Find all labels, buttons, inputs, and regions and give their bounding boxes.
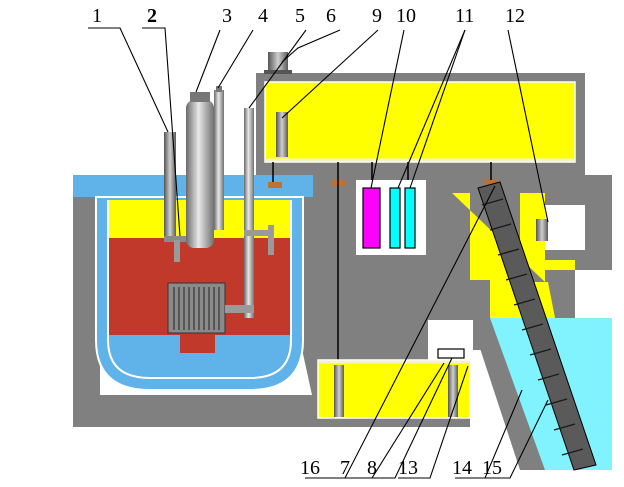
- rotating-plug-cap-3: [190, 92, 210, 102]
- pipe-1-foot: [164, 236, 192, 242]
- label-10: 10: [396, 5, 416, 27]
- label-14: 14: [452, 457, 472, 479]
- chute-segments: [481, 198, 584, 456]
- storage-cyan-tube-a: [389, 187, 401, 249]
- concrete-structure-left: [73, 175, 100, 427]
- rod-6: [244, 108, 254, 318]
- label-1: 1: [92, 5, 102, 27]
- component-5: [268, 52, 288, 72]
- label-12: 12: [505, 5, 525, 27]
- core-support: [180, 335, 215, 353]
- vessel-inner-liner: [107, 200, 292, 379]
- transfer-box-12: [545, 205, 585, 250]
- transfer-device-12: [536, 219, 548, 241]
- label-11: 11: [455, 5, 474, 27]
- reactor-core: [167, 282, 226, 334]
- label-16: 16: [300, 457, 320, 479]
- label-15: 15: [482, 457, 502, 479]
- label-4: 4: [258, 5, 268, 27]
- core-fuel-rods: [173, 287, 220, 330]
- rod-6-bracket: [244, 230, 274, 236]
- rod-6-bracket-v: [268, 225, 274, 255]
- leader-lines: [88, 27, 549, 479]
- rod-6-foot: [225, 305, 254, 313]
- pipe-1: [164, 132, 176, 240]
- rotating-plug-column-3: [186, 100, 214, 248]
- component-9: [276, 112, 288, 157]
- lift-platform-8: [437, 348, 465, 359]
- label-3: 3: [222, 5, 232, 27]
- lower-tank-tube-b: [448, 365, 458, 417]
- label-2: 2: [147, 5, 157, 27]
- label-13: 13: [398, 457, 418, 479]
- lower-tank-tube-a: [334, 365, 344, 417]
- label-9: 9: [372, 5, 382, 27]
- storage-magenta-tube: [362, 187, 381, 249]
- rod-4: [214, 90, 224, 230]
- label-6: 6: [326, 5, 336, 27]
- transfer-pool-wall: [470, 318, 545, 470]
- label-7: 7: [340, 457, 350, 479]
- rod-4-cap: [216, 86, 222, 92]
- labels-bottom: 16 7 8 13 14 15: [300, 457, 502, 479]
- label-5: 5: [295, 5, 305, 27]
- storage-cyan-tube-b: [404, 187, 416, 249]
- labels-top: 1 2 3 4 5 6 9 10 11 12: [92, 5, 525, 27]
- label-8: 8: [367, 457, 377, 479]
- upper-cell: [264, 81, 576, 163]
- pipe-2: [174, 240, 180, 262]
- concrete-structure-floor: [73, 395, 312, 427]
- component-5-base: [264, 70, 292, 74]
